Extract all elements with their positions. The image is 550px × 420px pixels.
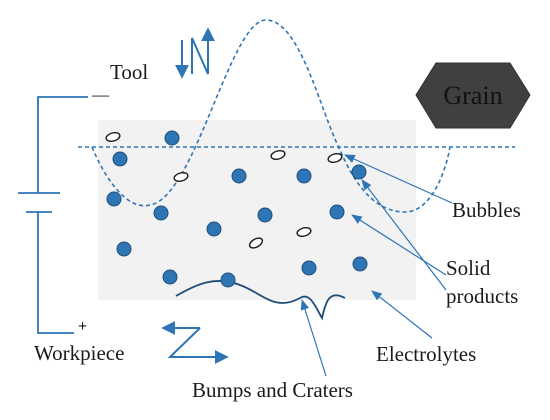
minus-sign: — — [91, 85, 110, 104]
grain-label: Grain — [443, 81, 502, 110]
particle — [206, 221, 222, 237]
circuit-wire-bottom — [37, 212, 74, 334]
particle — [351, 164, 367, 180]
particle — [231, 168, 247, 184]
particle — [153, 205, 169, 221]
bubbles — [105, 132, 343, 249]
particle — [164, 130, 180, 146]
bubbles-leader — [344, 154, 453, 204]
bumps-craters-label: Bumps and Craters — [192, 378, 353, 402]
tool-vibration-icon — [175, 27, 215, 79]
circuit — [18, 96, 88, 334]
particle — [220, 272, 236, 288]
workpiece-vibration-icon — [161, 321, 229, 364]
bubbles-label: Bubbles — [452, 198, 521, 222]
particle — [352, 256, 368, 272]
solid-particles — [106, 130, 368, 288]
solid-products-leader-b — [361, 179, 447, 291]
solid-products-leader-a — [351, 214, 447, 276]
plus-sign: + — [78, 318, 87, 335]
tool-label: Tool — [110, 60, 148, 84]
circuit-wire-top — [37, 96, 88, 193]
particle — [106, 191, 122, 207]
electrolytes-leader — [371, 290, 433, 339]
bubble — [327, 153, 343, 163]
particle — [301, 260, 317, 276]
bubble — [270, 150, 286, 160]
solid-label-line2: products — [446, 284, 518, 308]
electrolytes-label: Electrolytes — [376, 342, 476, 366]
particle — [257, 207, 273, 223]
particle — [162, 269, 178, 285]
solid-label-line1: Solid — [446, 256, 491, 280]
bubble — [105, 132, 121, 142]
workpiece-label: Workpiece — [34, 341, 124, 365]
bubble — [296, 227, 312, 237]
bumps-leader — [300, 298, 327, 377]
particle — [116, 241, 132, 257]
workpiece-surface-line — [175, 280, 346, 321]
particle — [296, 168, 312, 184]
particle — [329, 204, 345, 220]
leader-arrows — [300, 154, 453, 377]
bubble — [248, 237, 264, 249]
bubble — [173, 172, 189, 182]
grain-hexagon — [415, 62, 531, 129]
tool-wave-path — [91, 19, 451, 213]
particle — [112, 151, 128, 167]
